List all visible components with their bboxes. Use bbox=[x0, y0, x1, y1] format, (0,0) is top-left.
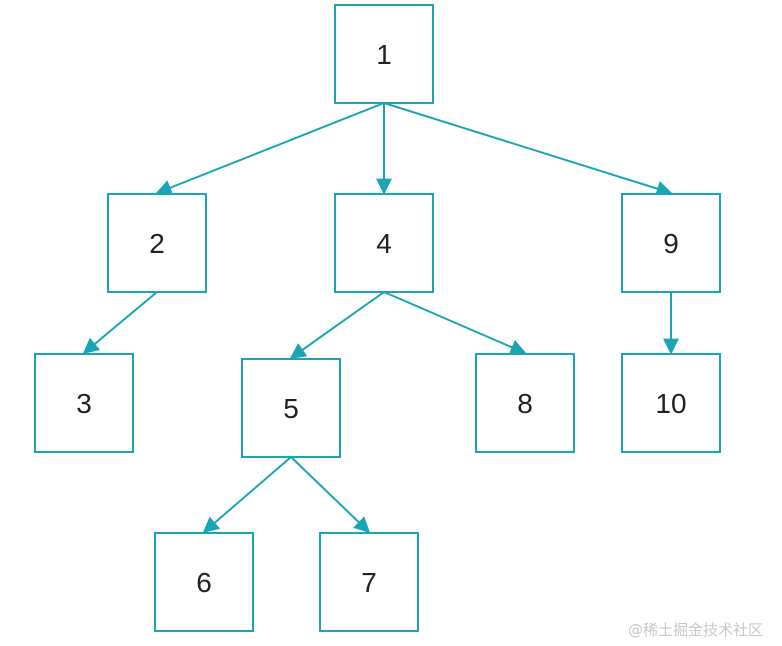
edge-4-to-8 bbox=[383, 291, 527, 355]
node-label-9: 9 bbox=[663, 228, 679, 259]
node-9: 9 bbox=[621, 193, 721, 293]
edge-5-to-7 bbox=[290, 456, 371, 534]
node-label-8: 8 bbox=[517, 388, 533, 419]
node-box-5 bbox=[241, 358, 341, 458]
node-label-1: 1 bbox=[376, 39, 392, 70]
edge-1-to-2 bbox=[155, 102, 385, 196]
node-box-7 bbox=[319, 532, 419, 632]
edge-5-to-6 bbox=[202, 456, 292, 534]
node-label-7: 7 bbox=[361, 567, 377, 598]
edge-1-to-9 bbox=[383, 102, 673, 197]
edge-4-to-5 bbox=[289, 291, 385, 359]
node-3: 3 bbox=[34, 353, 134, 453]
node-2: 2 bbox=[107, 193, 207, 293]
node-label-6: 6 bbox=[196, 567, 212, 598]
node-box-9 bbox=[621, 193, 721, 293]
node-box-1 bbox=[334, 4, 434, 104]
node-8: 8 bbox=[475, 353, 575, 453]
node-1: 1 bbox=[334, 4, 434, 104]
node-box-8 bbox=[475, 353, 575, 453]
node-10: 10 bbox=[621, 353, 721, 453]
node-label-10: 10 bbox=[655, 388, 686, 419]
node-box-3 bbox=[34, 353, 134, 453]
edge-2-to-3 bbox=[82, 291, 158, 355]
node-7: 7 bbox=[319, 532, 419, 632]
nodes-layer: 1 2 4 9 3 5 8 10 6 7 bbox=[34, 4, 721, 632]
node-box-2 bbox=[107, 193, 207, 293]
node-box-10 bbox=[621, 353, 721, 453]
node-label-2: 2 bbox=[149, 228, 165, 259]
node-box-6 bbox=[154, 532, 254, 632]
node-box-4 bbox=[334, 193, 434, 293]
node-5: 5 bbox=[241, 358, 341, 458]
edges-layer bbox=[82, 102, 679, 534]
node-4: 4 bbox=[334, 193, 434, 293]
node-label-4: 4 bbox=[376, 228, 392, 259]
node-6: 6 bbox=[154, 532, 254, 632]
watermark-text: @稀土掘金技术社区 bbox=[628, 621, 764, 639]
node-label-5: 5 bbox=[283, 393, 299, 424]
node-label-3: 3 bbox=[76, 388, 92, 419]
